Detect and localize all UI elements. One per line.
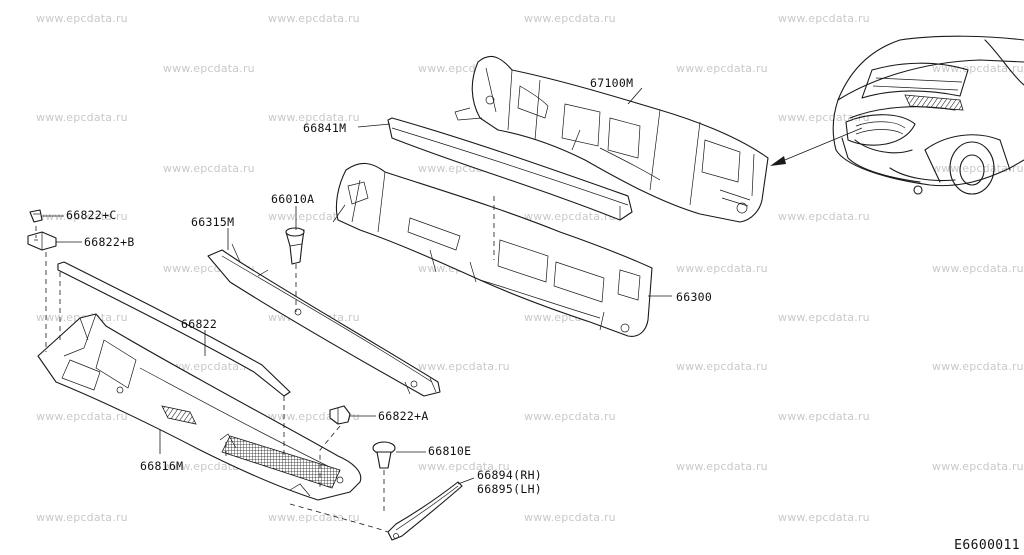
watermark-text: www.epcdata.ru xyxy=(524,12,616,25)
part-66300-cowl-panel xyxy=(332,162,653,337)
watermark-text: www.epcdata.ru xyxy=(778,12,870,25)
watermark-text: www.epcdata.ru xyxy=(676,262,768,275)
label-66822: 66822 xyxy=(181,317,218,331)
label-66810e: 66810E xyxy=(428,444,472,458)
part-66315m-bracket xyxy=(207,243,441,397)
part-66822b-clip xyxy=(27,231,57,251)
watermark-text: www.epcdata.ru xyxy=(268,111,360,124)
watermark-text: www.epcdata.ru xyxy=(676,460,768,473)
watermark-text: www.epcdata.ru xyxy=(524,511,616,524)
part-66010a-grommet xyxy=(285,227,305,265)
part-66822-weatherstrip xyxy=(57,261,291,397)
locator-arrow xyxy=(770,127,863,166)
part-66841m-seal xyxy=(387,117,633,221)
watermark-text: www.epcdata.ru xyxy=(36,12,128,25)
part-66810e-clip xyxy=(372,441,396,469)
part-66822c-clip xyxy=(29,209,43,223)
part-66894-66895-seal xyxy=(387,481,463,541)
label-66315m: 66315M xyxy=(191,215,235,229)
label-66822b: 66822+B xyxy=(84,235,135,249)
label-66010a: 66010A xyxy=(271,192,315,206)
watermark-text: www.epcdata.ru xyxy=(268,511,360,524)
label-67100m: 67100M xyxy=(590,76,634,90)
diagram-code: E6600011 xyxy=(954,538,1020,553)
watermark-text: www.epcdata.ru xyxy=(524,410,616,423)
vehicle-locator-illustration xyxy=(832,35,1024,195)
label-66300: 66300 xyxy=(676,290,713,304)
watermark-text: www.epcdata.ru xyxy=(524,210,616,223)
watermark-text: www.epcdata.ru xyxy=(163,62,255,75)
part-67100m-dash-panel xyxy=(454,55,769,223)
leader-lines xyxy=(42,87,672,485)
part-66822a-clip xyxy=(329,405,351,425)
watermark-text: www.epcdata.ru xyxy=(932,262,1024,275)
watermark-text: www.epcdata.ru xyxy=(163,360,255,373)
watermark-text: www.epcdata.ru xyxy=(36,410,128,423)
watermark-text: www.epcdata.ru xyxy=(36,111,128,124)
watermark-text: www.epcdata.ru xyxy=(778,210,870,223)
watermark-text: www.epcdata.ru xyxy=(418,460,510,473)
watermark-text: www.epcdata.ru xyxy=(163,162,255,175)
watermark-text: www.epcdata.ru xyxy=(36,210,128,223)
label-66822c: 66822+C xyxy=(66,208,117,222)
label-66895-lh: 66895(LH) xyxy=(477,482,543,496)
assembly-guides xyxy=(35,196,495,533)
watermark-text: www.epcdata.ru xyxy=(676,62,768,75)
watermark-text: www.epcdata.ru xyxy=(268,12,360,25)
watermark-text: www.epcdata.ru xyxy=(778,111,870,124)
label-66894-rh: 66894(RH) xyxy=(477,468,543,482)
watermark-text: www.epcdata.ru xyxy=(778,311,870,324)
watermark-text: www.epcdata.ru xyxy=(932,62,1024,75)
label-66822a: 66822+A xyxy=(378,409,429,423)
watermark-text: www.epcdata.ru xyxy=(676,360,768,373)
part-66816m-cowl-grille xyxy=(37,313,362,501)
watermark-text: www.epcdata.ru xyxy=(932,460,1024,473)
watermark-text: www.epcdata.ru xyxy=(418,360,510,373)
label-66816m: 66816M xyxy=(140,459,184,473)
watermark-text: www.epcdata.ru xyxy=(778,511,870,524)
watermark-text: www.epcdata.ru xyxy=(778,410,870,423)
label-66841m: 66841M xyxy=(303,121,347,135)
watermark-text: www.epcdata.ru xyxy=(932,360,1024,373)
watermark-text: www.epcdata.ru xyxy=(36,511,128,524)
